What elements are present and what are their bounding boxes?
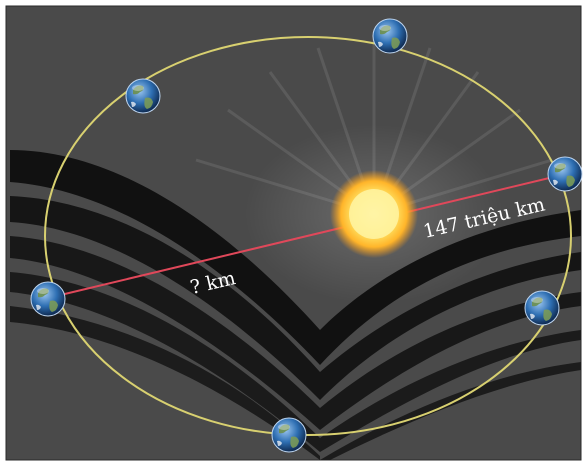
earth-icon	[271, 417, 307, 453]
earth-icon	[372, 18, 408, 54]
open-book-icon	[10, 150, 581, 460]
sun-icon	[349, 189, 399, 239]
earth-icon	[125, 78, 161, 114]
earth-icon	[30, 281, 66, 317]
earth-icon	[524, 290, 560, 326]
distance-line	[47, 173, 567, 299]
earth-icon	[547, 156, 583, 192]
orbit-ellipse	[44, 36, 572, 436]
